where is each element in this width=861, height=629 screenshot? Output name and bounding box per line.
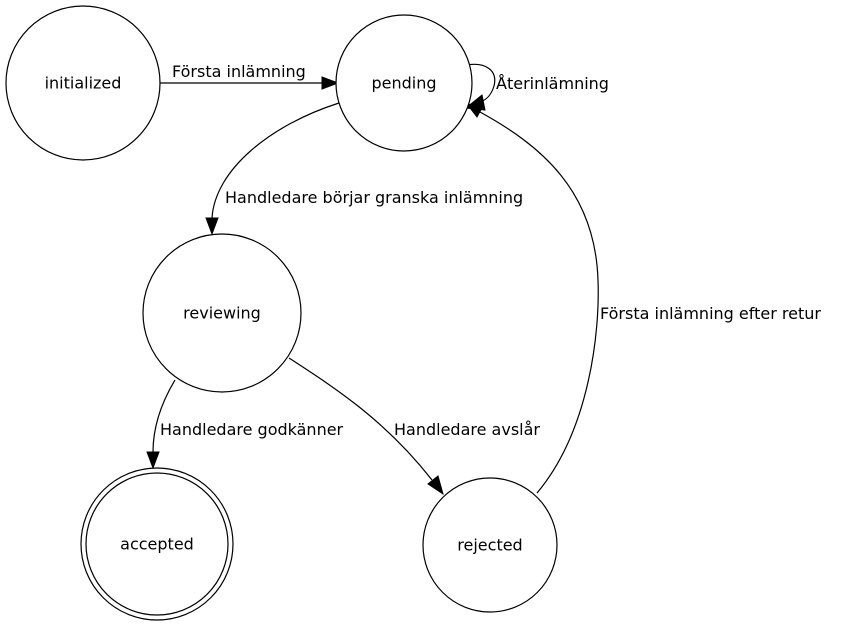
edge-reviewing-to-accepted: Handledare godkänner <box>146 379 344 470</box>
state-accepted: accepted <box>80 467 234 621</box>
state-label-pending: pending <box>371 74 436 93</box>
arrowhead <box>465 103 484 118</box>
state-initialized: initialized <box>5 5 161 161</box>
edge-label-aterinlamning: Återinlämning <box>496 74 609 93</box>
edge-line <box>288 357 433 481</box>
state-label-reviewing: reviewing <box>183 304 261 323</box>
edge-label-handledare-borjar-granska: Handledare börjar granska inlämning <box>225 188 523 207</box>
edge-line <box>466 63 496 103</box>
edge-line <box>479 111 599 494</box>
state-circle <box>422 477 558 613</box>
state-label-rejected: rejected <box>457 536 522 555</box>
state-label-accepted: accepted <box>120 535 194 554</box>
state-rejected: rejected <box>422 477 558 613</box>
edge-initialized-to-pending: Första inlämning <box>160 62 340 90</box>
arrowhead <box>205 217 219 236</box>
edge-pending-to-reviewing: Handledare börjar granska inlämning <box>205 102 523 236</box>
edge-label-forsta-inlamning: Första inlämning <box>172 62 306 81</box>
state-circle <box>5 5 161 161</box>
state-circle-inner <box>85 472 229 616</box>
edge-reviewing-to-rejected: Handledare avslår <box>288 357 540 496</box>
edge-line <box>152 379 176 453</box>
state-reviewing: reviewing <box>142 233 302 393</box>
arrowhead <box>146 451 160 470</box>
edge-line <box>211 102 340 219</box>
edge-pending-self-loop: Återinlämning <box>464 63 609 111</box>
state-circle <box>335 14 473 152</box>
state-pending: pending <box>335 14 473 152</box>
state-circle <box>142 233 302 393</box>
state-label-initialized: initialized <box>45 74 122 93</box>
arrowhead <box>321 76 340 90</box>
edge-rejected-to-pending: Första inlämning efter retur <box>465 103 821 494</box>
edge-label-handledare-godkanner: Handledare godkänner <box>160 420 344 439</box>
edge-label-handledare-avslar: Handledare avslår <box>394 420 540 439</box>
arrowhead <box>427 475 444 496</box>
edge-label-forsta-inlamning-efter-retur: Första inlämning efter retur <box>600 304 821 323</box>
